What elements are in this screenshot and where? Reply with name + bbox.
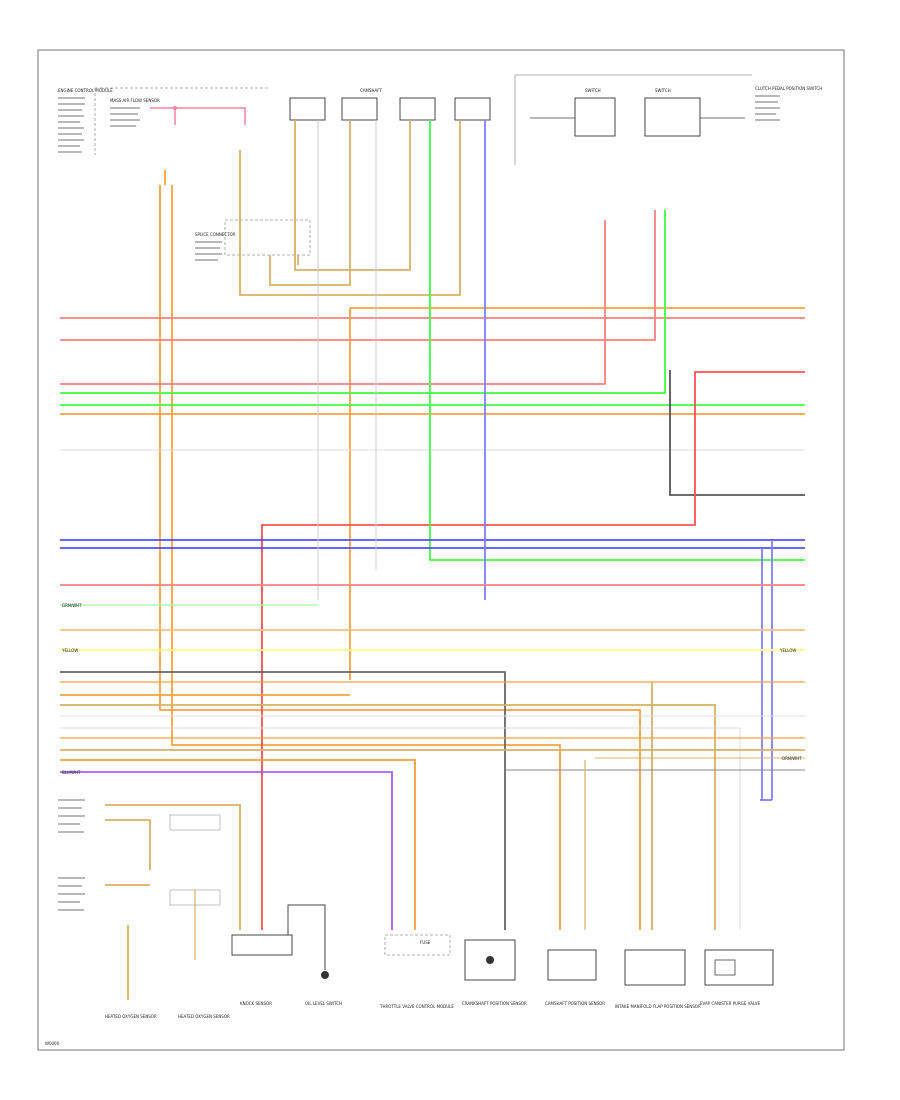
o2-left-label: HEATED OXYGEN SENSOR bbox=[105, 1014, 157, 1019]
switch-b: SWITCH bbox=[644, 88, 745, 137]
intake-flap-label: INTAKE MANIFOLD FLAP POSITION SENSOR bbox=[615, 1004, 701, 1009]
camshaft-position-sensor: CAMSHAFT POSITION SENSOR bbox=[545, 949, 605, 1006]
intake-flap-sensor: INTAKE MANIFOLD FLAP POSITION SENSOR bbox=[615, 949, 701, 1009]
splice-label: SPLICE CONNECTOR bbox=[195, 232, 236, 237]
fuse-label: FUSE bbox=[420, 940, 431, 945]
ecm-label: ENGINE CONTROL MODULE bbox=[58, 88, 113, 93]
knock-sensor-label: KNOCK SENSOR bbox=[240, 1001, 272, 1006]
o2-right-label: HEATED OXYGEN SENSOR bbox=[178, 1014, 230, 1019]
camshaft-group-label: CAMSHAFT bbox=[360, 88, 382, 93]
connector-a bbox=[289, 97, 326, 121]
crank-sensor-label: CRANKSHAFT POSITION SENSOR bbox=[462, 1001, 527, 1006]
blu-wht-label: BLU/WHT bbox=[62, 770, 81, 775]
yellow-left-label: YELLOW bbox=[61, 648, 78, 653]
diagram-border bbox=[37, 49, 845, 1051]
oil-level-switch: OIL LEVEL SWITCH bbox=[287, 904, 342, 1006]
connector-b bbox=[341, 97, 378, 121]
mass-air-flow-sensor: MASS AIR FLOW SENSOR bbox=[110, 98, 160, 127]
camshaft-connectors: CAMSHAFT bbox=[289, 88, 491, 121]
switch-a-label: SWITCH bbox=[585, 88, 601, 93]
oil-switch-label: OIL LEVEL SWITCH bbox=[305, 1001, 342, 1006]
left-lower-connectors bbox=[58, 799, 221, 911]
connector-d bbox=[454, 97, 491, 121]
crankshaft-sensor: CRANKSHAFT POSITION SENSOR bbox=[462, 939, 527, 1006]
o2-sensors: HEATED OXYGEN SENSOR HEATED OXYGEN SENSO… bbox=[105, 1014, 230, 1019]
knock-sensor: KNOCK SENSOR bbox=[231, 934, 293, 1006]
throttle-label: THROTTLE VALVE CONTROL MODULE bbox=[379, 1004, 454, 1009]
evap-purge-valve: EVAP CANISTER PURGE VALVE bbox=[700, 949, 774, 1006]
clutch-switch-label: CLUTCH PEDAL POSITION SWITCH bbox=[755, 86, 822, 121]
svg-text:CLUTCH PEDAL POSITION SWITCH: CLUTCH PEDAL POSITION SWITCH bbox=[755, 86, 822, 91]
grn-wht-label: GRN/WHT bbox=[62, 603, 82, 608]
right-wire-labels: YELLOW ORN/WHT bbox=[779, 648, 802, 761]
throttle-valve-module: FUSE THROTTLE VALVE CONTROL MODULE bbox=[379, 934, 454, 1009]
figure-code: W0000 bbox=[45, 1041, 60, 1046]
maf-label: MASS AIR FLOW SENSOR bbox=[110, 98, 160, 103]
left-wire-labels: GRN/WHT YELLOW BLU/WHT bbox=[61, 603, 82, 775]
wires bbox=[60, 120, 805, 1000]
splice-connector: SPLICE CONNECTOR bbox=[195, 219, 311, 261]
connector-c bbox=[399, 97, 436, 121]
switch-a: SWITCH bbox=[530, 88, 616, 137]
camshaft-sensor-label: CAMSHAFT POSITION SENSOR bbox=[545, 1001, 605, 1006]
orn-wht-label: ORN/WHT bbox=[782, 756, 802, 761]
switch-b-label: SWITCH bbox=[655, 88, 671, 93]
evap-label: EVAP CANISTER PURGE VALVE bbox=[700, 1001, 760, 1006]
yellow-right-label: YELLOW bbox=[779, 648, 796, 653]
top-left-label-block: ENGINE CONTROL MODULE bbox=[58, 88, 113, 153]
